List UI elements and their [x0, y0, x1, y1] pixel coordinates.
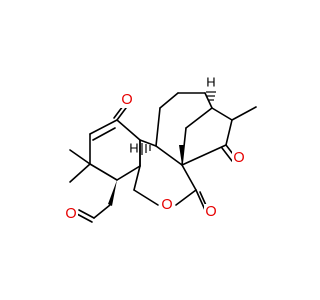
bond: [78, 209, 95, 219]
bond: [92, 127, 116, 141]
bond: [221, 147, 233, 162]
oxygen-label: O: [121, 92, 132, 108]
bond: [93, 204, 111, 219]
bond: [231, 106, 257, 121]
oxygen-label: O: [65, 206, 76, 222]
bond: [76, 213, 93, 223]
hash-bond: [206, 91, 216, 101]
hydrogen-label: H: [129, 141, 138, 156]
bond: [181, 164, 197, 191]
oxygen-label: O: [205, 204, 216, 220]
label-mask: [232, 150, 246, 166]
bond: [155, 145, 183, 166]
molecule-structure: O O O O O H H: [64, 75, 257, 223]
wedge-bond: [108, 180, 117, 206]
bond: [181, 144, 227, 166]
bond: [211, 107, 233, 121]
oxygen-label: O: [233, 150, 244, 166]
bond: [195, 189, 206, 211]
label-mask: [64, 206, 78, 222]
bond: [89, 163, 118, 181]
bond: [69, 163, 91, 183]
bond: [139, 139, 157, 147]
label-mask: [160, 197, 174, 213]
oxygen-label: O: [161, 197, 172, 213]
bond: [116, 119, 141, 141]
bond: [116, 107, 127, 121]
label-mask: [204, 204, 218, 220]
bond: [185, 107, 213, 129]
hash-bond: [141, 143, 151, 155]
wedge-bond: [179, 145, 184, 165]
structure-canvas: O O O O O H H: [64, 74, 257, 223]
bond: [175, 189, 197, 206]
bond: [133, 165, 141, 191]
bond: [69, 149, 91, 165]
bond: [89, 119, 118, 135]
bond: [225, 119, 233, 146]
bond: [155, 107, 161, 147]
label-mask: [120, 92, 134, 108]
hydrogen-label: H: [206, 75, 215, 90]
bond: [133, 189, 159, 206]
bond: [159, 92, 179, 109]
bond: [116, 165, 141, 181]
bond: [181, 127, 187, 166]
